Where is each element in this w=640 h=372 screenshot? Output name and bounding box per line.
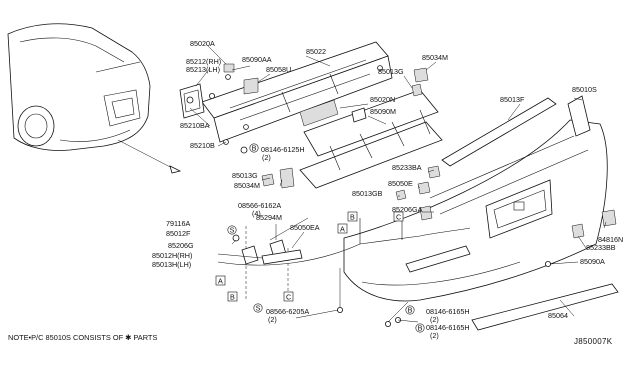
bolt-symbol-b-3: B	[415, 323, 425, 333]
label-85013GB: 85013GB	[352, 189, 383, 198]
part-85013GB	[395, 189, 407, 201]
label-85090A: 85090A	[580, 257, 605, 266]
lower-finisher-85064	[471, 283, 619, 331]
part-labels: 85020A 85090AA 85022 85034M 85010S 85212…	[152, 39, 623, 340]
label-85064: 85064	[548, 311, 568, 320]
label-85213: 85213(LH)	[186, 65, 220, 74]
label-84816N: 84816N	[598, 235, 623, 244]
svg-text:C: C	[286, 293, 291, 302]
bracket-85233BB	[571, 223, 585, 239]
label-85050E: 85050E	[388, 179, 413, 188]
label-85012H: 85012H(RH)	[152, 251, 192, 260]
part-85050E	[417, 181, 431, 195]
bumper-stay	[179, 83, 215, 119]
callout-box-b-1: B	[347, 211, 358, 222]
svg-text:A: A	[218, 277, 223, 286]
label-85233BA: 85233BA	[392, 163, 422, 172]
svg-text:A: A	[340, 225, 345, 234]
label-08146-6165H-b-qty: (2)	[430, 331, 439, 340]
pad-85020N	[299, 99, 339, 127]
label-85212: 85212(RH)	[186, 57, 221, 66]
wiring-harness	[217, 218, 471, 313]
callout-box-a-2: A	[215, 275, 226, 286]
label-85010S: 85010S	[572, 85, 597, 94]
label-85206GA: 85206GA	[392, 205, 423, 214]
label-85058U: 85058U	[266, 65, 291, 74]
energy-absorber-85090M	[299, 89, 443, 189]
label-85020A: 85020A	[190, 39, 215, 48]
label-85090M: 85090M	[370, 107, 396, 116]
label-08146-6125H-qty: (2)	[262, 153, 271, 162]
screw-symbol-s-2: S	[253, 303, 263, 313]
pad-85058U	[243, 77, 259, 95]
svg-text:C: C	[396, 213, 401, 222]
label-08566-6162A: 08566-6162A	[238, 201, 281, 210]
label-85294M: 85294M	[256, 213, 282, 222]
part-84816N	[601, 209, 617, 227]
label-08566-6162A-qty: (4)	[252, 209, 261, 218]
label-85233BB: 85233BB	[586, 243, 616, 252]
label-08566-6205A: 08566-6205A	[266, 307, 309, 316]
label-85210BA: 85210BA	[180, 121, 210, 130]
label-85210B: 85210B	[190, 141, 215, 150]
leader-lines	[189, 43, 607, 323]
bolt-85090AA	[225, 74, 231, 80]
callout-box-b-2: B	[227, 291, 238, 302]
label-85013G-top: 85013G	[378, 67, 404, 76]
pad-85013G-top	[411, 83, 423, 97]
pad-85034M-mid	[279, 167, 295, 189]
label-08146-6165H-b: 08146-6165H	[426, 323, 470, 332]
bracket-85020A	[223, 63, 235, 73]
diagram-code: J850007K	[574, 337, 613, 346]
footer-note: NOTE•P/C 85010S CONSISTS OF ✱ PARTS	[8, 333, 157, 342]
reinforcement-85022	[201, 41, 393, 143]
bolt-symbol-b-1: B	[249, 143, 259, 153]
label-08146-6125H: 08146-6125H	[261, 145, 305, 154]
label-85050EA: 85050EA	[290, 223, 320, 232]
pad-85013G-mid	[261, 173, 275, 187]
label-85022: 85022	[306, 47, 326, 56]
svg-text:B: B	[408, 306, 413, 315]
callout-box-a-1: A	[337, 223, 348, 234]
bolt-85090A	[545, 260, 552, 267]
label-85020N: 85020N	[370, 95, 395, 104]
label-08566-6205A-qty: (2)	[268, 315, 277, 324]
svg-text:S: S	[256, 304, 261, 313]
label-85206G: 85206G	[168, 241, 194, 250]
label-85013H: 85013H(LH)	[152, 260, 191, 269]
molding-85013F	[441, 97, 557, 167]
label-08146-6165H-a: 08146-6165H	[426, 307, 470, 316]
label-85034M-top: 85034M	[422, 53, 448, 62]
label-85090AA: 85090AA	[242, 55, 272, 64]
svg-text:S: S	[230, 226, 235, 235]
svg-text:B: B	[230, 293, 235, 302]
vehicle-rear-view	[7, 23, 182, 174]
part-85206GA	[419, 205, 433, 221]
label-85034M-mid: 85034M	[234, 181, 260, 190]
svg-text:B: B	[252, 144, 257, 153]
callout-box-c-1: C	[393, 211, 404, 222]
rear-bumper-fascia-85010S	[343, 95, 608, 302]
svg-text:B: B	[350, 213, 355, 222]
svg-text:B: B	[418, 324, 423, 333]
bolt-symbol-b-2: B	[405, 305, 415, 315]
bracket-85233BA	[427, 165, 441, 179]
screw-symbol-s-1: S	[227, 225, 237, 235]
bolt-08146-6125H	[240, 146, 248, 154]
callout-box-c-2: C	[283, 291, 294, 302]
label-08146-6165H-a-qty: (2)	[430, 315, 439, 324]
label-85013G-mid: 85013G	[232, 171, 258, 180]
bolt-08146-6165H-a	[384, 320, 391, 327]
label-85013F: 85013F	[500, 95, 525, 104]
label-79116A: 79116A	[166, 219, 190, 228]
pad-85034M-top	[413, 67, 429, 83]
label-85012F: 85012F	[166, 229, 191, 238]
